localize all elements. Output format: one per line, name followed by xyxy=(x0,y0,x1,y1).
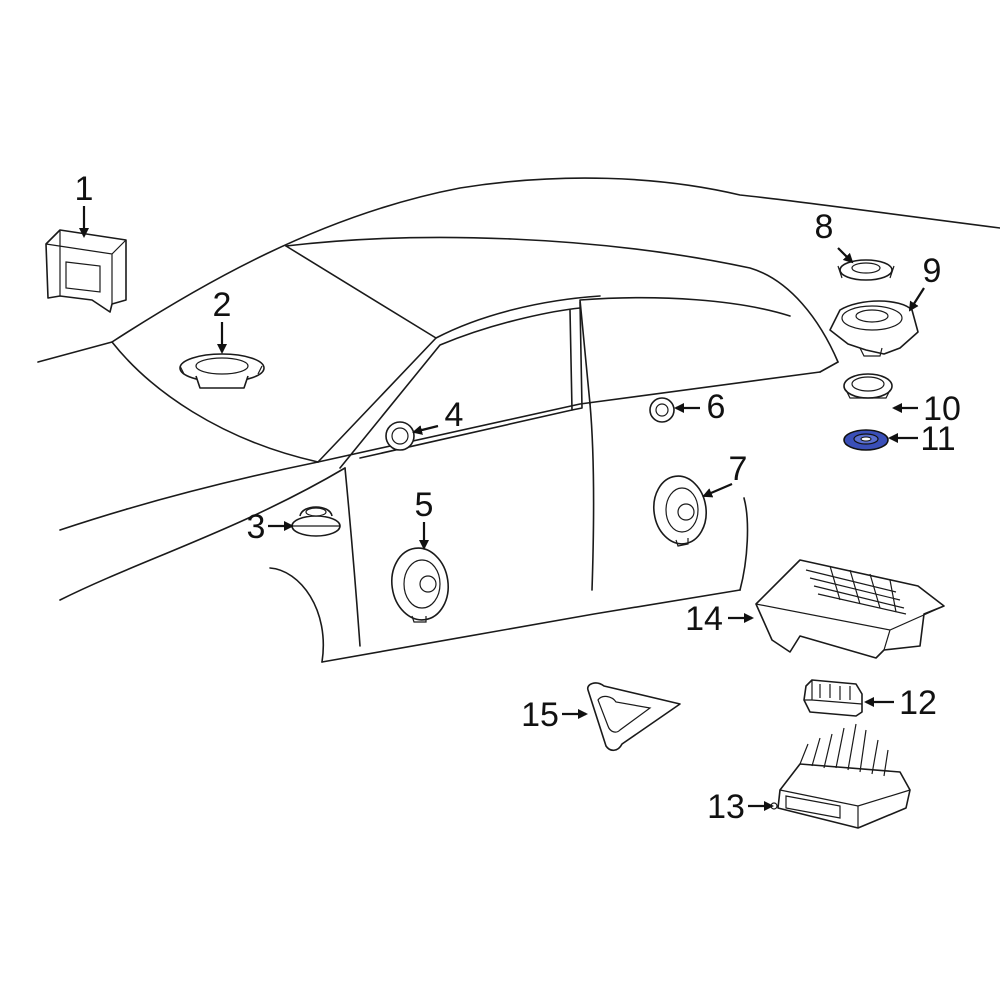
callout-7[interactable]: 7 xyxy=(729,450,748,488)
part-12-module[interactable] xyxy=(803,679,863,717)
part-2-speaker[interactable] xyxy=(179,353,265,389)
callout-10[interactable]: 10 xyxy=(923,390,961,428)
part-15-antenna[interactable] xyxy=(586,682,681,752)
part-9-subwoofer[interactable] xyxy=(829,300,919,357)
callout-11[interactable]: 11 xyxy=(920,420,955,458)
part-7-rear-door-speaker[interactable] xyxy=(650,473,711,548)
callout-arrows xyxy=(79,206,925,811)
callout-2[interactable]: 2 xyxy=(213,286,232,324)
callout-5[interactable]: 5 xyxy=(415,486,434,524)
callout-8[interactable]: 8 xyxy=(815,208,834,246)
part-6-tweeter[interactable] xyxy=(649,397,675,423)
part-11-speaker-seal[interactable] xyxy=(843,429,889,451)
callout-3[interactable]: 3 xyxy=(247,508,266,546)
part-14-amplifier[interactable] xyxy=(755,559,945,659)
callout-14[interactable]: 14 xyxy=(685,600,723,638)
part-1-control-module[interactable] xyxy=(45,229,127,313)
callout-15[interactable]: 15 xyxy=(521,696,559,734)
part-8-speaker[interactable] xyxy=(837,259,895,281)
part-5-door-speaker[interactable] xyxy=(387,544,452,623)
callout-6[interactable]: 6 xyxy=(707,388,726,426)
part-4-tweeter[interactable] xyxy=(385,421,415,451)
car-body-outline xyxy=(37,177,1000,663)
callout-1[interactable]: 1 xyxy=(75,170,94,208)
part-10-speaker-ring[interactable] xyxy=(843,373,893,399)
callout-4[interactable]: 4 xyxy=(445,396,464,434)
callout-13[interactable]: 13 xyxy=(707,788,745,826)
part-13-amplifier[interactable] xyxy=(770,723,911,829)
callout-9[interactable]: 9 xyxy=(923,252,942,290)
callout-12[interactable]: 12 xyxy=(899,684,937,722)
callout-labels: 1 2 3 4 5 6 7 8 9 10 11 12 13 14 15 xyxy=(75,170,961,826)
part-3-speaker[interactable] xyxy=(291,506,341,537)
